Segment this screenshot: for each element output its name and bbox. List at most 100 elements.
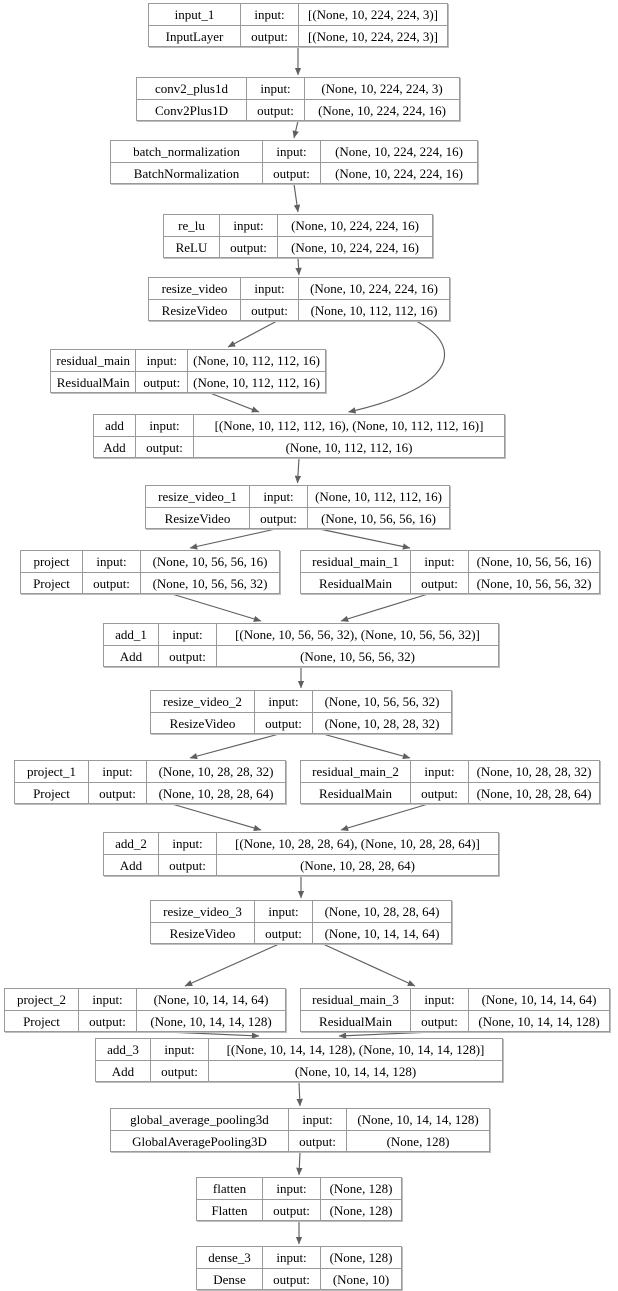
node-output-label: output:: [136, 437, 194, 458]
node-output-label: output:: [79, 1011, 137, 1032]
node-input-label: input:: [255, 691, 313, 712]
node-class: ResizeVideo: [151, 923, 255, 944]
node-name: input_1: [149, 4, 241, 25]
node-input-label: input:: [250, 486, 308, 507]
node-class: GlobalAveragePooling3D: [111, 1131, 289, 1152]
node-output-label: output:: [159, 646, 217, 667]
node-input-label: input:: [136, 415, 194, 436]
node-output-shape: (None, 10, 56, 56, 32): [152, 576, 268, 591]
node-input-label: input:: [83, 551, 141, 572]
edge-batch_normalization-to-re_lu: [293, 183, 301, 213]
node-output-label: output:: [411, 573, 469, 594]
node-output-shape: (None, 128): [386, 1134, 450, 1149]
edge-resize_video-to-residual_main: [227, 320, 278, 348]
node-name: project_2: [5, 989, 79, 1010]
node-output-shape: (None, 10, 112, 112, 16): [310, 303, 438, 318]
node-input-label: input:: [263, 141, 321, 162]
node-name: resize_video_2: [151, 691, 255, 712]
node-class: BatchNormalization: [111, 163, 263, 184]
node-output-label: output:: [255, 923, 313, 944]
node-output-label: output:: [411, 783, 469, 804]
node-name: resize_video_1: [146, 486, 250, 507]
node-class: ResidualMain: [51, 372, 137, 393]
node-input-shape: (None, 10, 224, 224, 16): [335, 144, 463, 159]
edge-resize_video_2-to-project_1: [189, 733, 280, 760]
node-output-shape: (None, 10, 28, 28, 64): [300, 858, 415, 873]
node-input-label: input:: [411, 551, 469, 572]
node-name: batch_normalization: [111, 141, 263, 162]
edge-global_average_pooling3d-to-flatten: [296, 1151, 303, 1176]
node-input-label: input:: [241, 278, 299, 299]
edge-residual_main-to-add: [209, 392, 260, 413]
node-input-shape: [(None, 10, 28, 28, 64), (None, 10, 28, …: [235, 836, 480, 851]
node-output-label: output:: [241, 300, 299, 321]
edge-residual_main_2-to-add_2: [340, 803, 429, 832]
node-input-shape: (None, 10, 224, 224, 16): [310, 281, 438, 296]
node-output-label: output:: [151, 1061, 209, 1082]
node-name: flatten: [197, 1178, 263, 1199]
node-name: add: [94, 415, 136, 436]
node-output-label: output:: [89, 783, 147, 804]
node-class: ReLU: [164, 237, 220, 258]
edge-project_2-to-add_3: [166, 1031, 260, 1039]
node-output-label: output:: [159, 855, 217, 876]
edge-resize_video_2-to-residual_main_2: [322, 733, 411, 760]
edge-residual_main_3-to-add_3: [338, 1031, 434, 1039]
node-output-shape: (None, 10, 14, 14, 64): [324, 926, 440, 941]
node-name: add_1: [104, 624, 159, 645]
node-output-label: output:: [411, 1011, 469, 1032]
node-output-shape: (None, 10): [332, 1272, 390, 1287]
node-class: Add: [96, 1061, 151, 1082]
node-class: InputLayer: [149, 26, 241, 47]
edge-residual_main_1-to-add_1: [340, 593, 429, 622]
node-output-shape: (None, 10, 56, 56, 32): [476, 576, 592, 591]
node-output-shape: (None, 128): [329, 1203, 393, 1218]
node-input-label: input:: [79, 989, 137, 1010]
node-class: ResizeVideo: [146, 508, 250, 529]
edge-add_3-to-global_average_pooling3d: [296, 1081, 303, 1107]
node-class: Add: [94, 437, 136, 458]
node-output-shape: (None, 10, 112, 112, 16): [193, 375, 320, 390]
node-name: conv2_plus1d: [137, 78, 247, 99]
node-input-shape: (None, 10, 56, 56, 16): [152, 554, 268, 569]
node-input-label: input:: [411, 761, 469, 782]
